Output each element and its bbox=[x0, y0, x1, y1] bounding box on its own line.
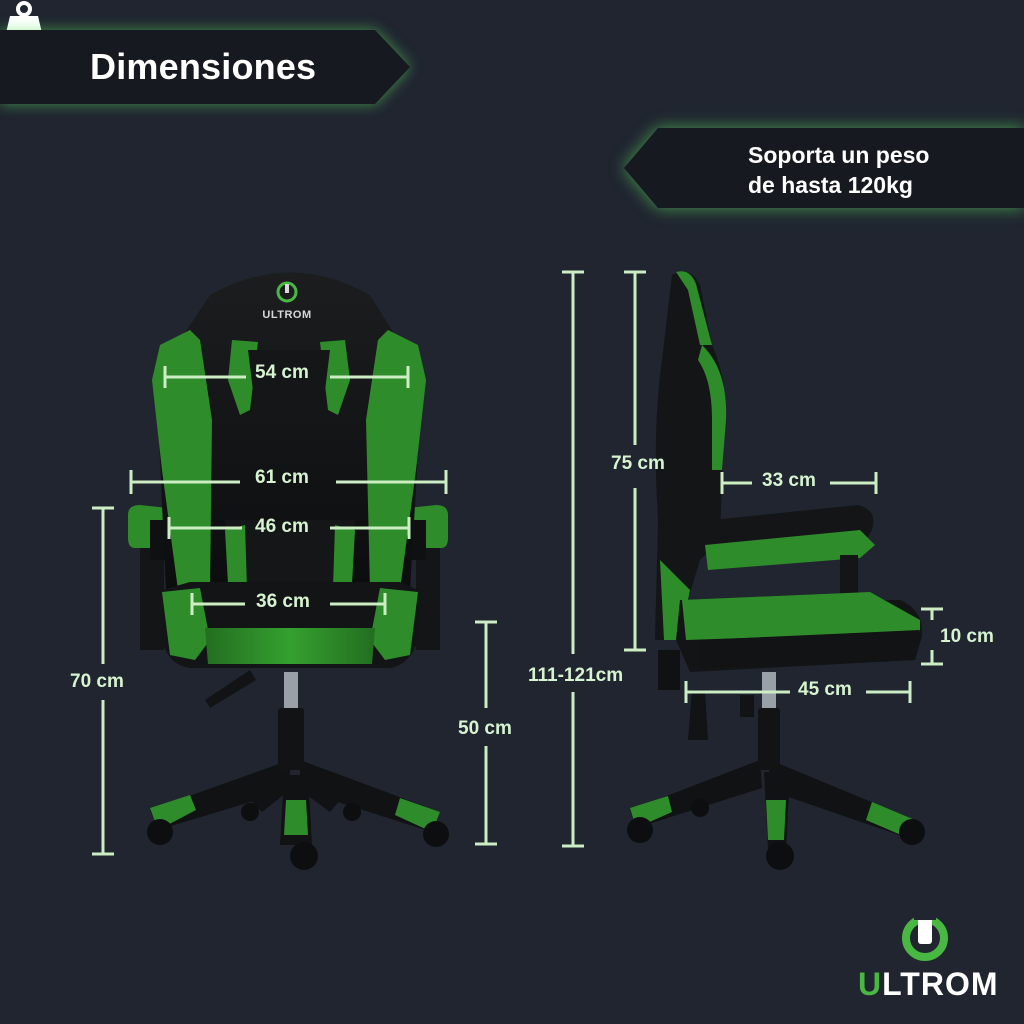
front-gas-lift bbox=[284, 672, 298, 710]
dim-armrest-height: 70 cm bbox=[70, 671, 124, 692]
weight-capacity-text: Soporta un peso de hasta 120kg bbox=[748, 140, 929, 200]
weight-line-1: Soporta un peso bbox=[748, 142, 930, 168]
dim-armrest-depth: 33 cm bbox=[762, 470, 816, 491]
side-backrest bbox=[655, 271, 727, 640]
dim-cushion-thickness: 10 cm bbox=[940, 626, 994, 647]
weight-banner-shape bbox=[624, 128, 1024, 208]
dim-seat-width: 36 cm bbox=[256, 591, 310, 612]
brand-name-rest: LTROM bbox=[882, 966, 999, 1002]
dim-armrest-span: 61 cm bbox=[255, 467, 309, 488]
title-banner-shape bbox=[0, 30, 410, 104]
side-seat bbox=[658, 592, 923, 690]
dim-seat-depth: 45 cm bbox=[798, 679, 852, 700]
front-base bbox=[147, 760, 449, 870]
front-dimension-lines bbox=[92, 366, 497, 856]
brand-logo-icon bbox=[902, 914, 948, 961]
dim-total-height: 111-121cm bbox=[528, 665, 624, 686]
dim-seat-height: 50 cm bbox=[458, 718, 512, 739]
brand-initial: U bbox=[858, 966, 883, 1002]
side-base bbox=[627, 760, 925, 870]
chair-logo-text: ULTROM bbox=[262, 309, 311, 321]
front-armrests bbox=[128, 505, 448, 650]
dim-backrest-height: 75 cm bbox=[611, 453, 665, 474]
brand-wordmark: ULTROM bbox=[858, 965, 998, 1003]
side-armrest bbox=[705, 505, 875, 615]
title-banner: Dimensiones bbox=[0, 30, 410, 104]
page-title: Dimensiones bbox=[90, 46, 317, 87]
weight-line-2: de hasta 120kg bbox=[748, 172, 913, 198]
side-dimension-lines bbox=[562, 270, 943, 848]
dim-backrest-lower-width: 46 cm bbox=[255, 516, 309, 537]
dim-backrest-top-width: 54 cm bbox=[255, 362, 309, 383]
chair-backrest-logo: ULTROM bbox=[262, 281, 311, 321]
weight-banner bbox=[624, 128, 1024, 208]
